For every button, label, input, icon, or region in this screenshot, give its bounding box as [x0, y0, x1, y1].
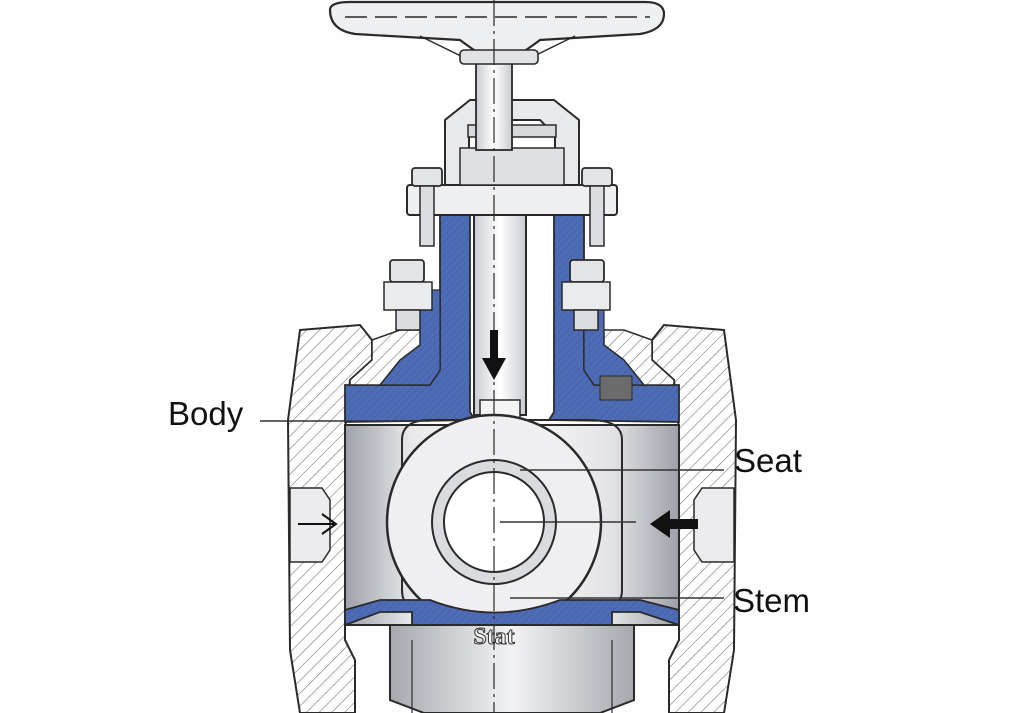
callout-seat: Seat: [734, 442, 802, 479]
callout-body: Body: [168, 395, 244, 432]
bottom-casting: [389, 624, 635, 713]
bolt-upper-right: [581, 167, 613, 247]
arrow-right-icon: [298, 513, 338, 535]
arrow-down-icon: [482, 330, 506, 380]
arrow-left-icon: [650, 510, 698, 538]
handwheel-icon: [328, 0, 666, 65]
neck-hatching: [349, 329, 675, 401]
port-boss-right: [693, 487, 735, 563]
bolt-lower-right: [561, 259, 611, 331]
bolt-upper-left: [411, 167, 443, 247]
bolt-lower-left: [383, 259, 433, 331]
callout-stem: Stem: [733, 582, 811, 619]
